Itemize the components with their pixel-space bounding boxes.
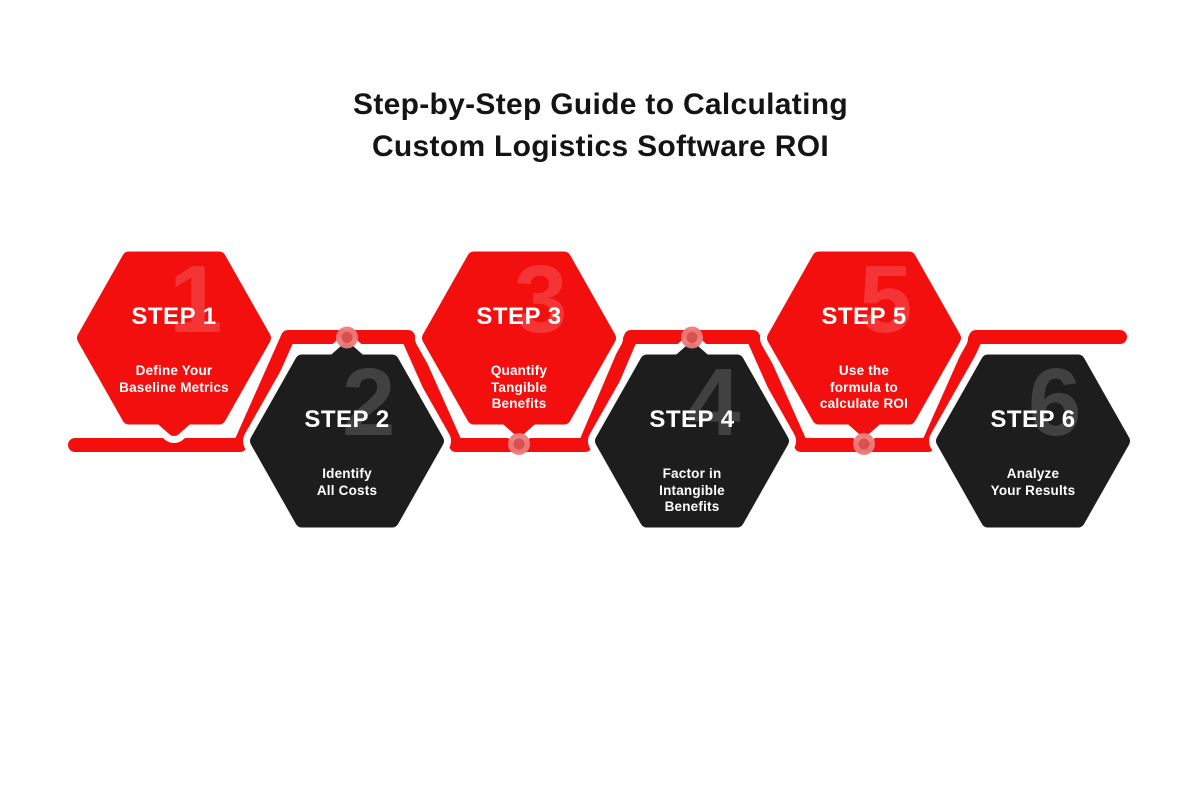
step-4-number-watermark: 4	[687, 349, 741, 456]
step-6-label: STEP 6	[990, 406, 1076, 433]
step-2-label: STEP 2	[304, 406, 390, 433]
step-5-number-watermark: 5	[859, 246, 913, 353]
hexagon-step-3	[415, 244, 623, 443]
connector-dot-step-4	[681, 326, 703, 349]
step-3-number-watermark: 3	[514, 246, 568, 353]
hexagon-step-6	[929, 347, 1137, 535]
infographic-title: Step-by-Step Guide to Calculating Custom…	[353, 88, 848, 163]
step-2-number-watermark: 2	[342, 349, 396, 456]
step-6-group: 6 STEP 6 Analyze Your Results	[936, 355, 1130, 528]
step-5-description: Use the formula to calculate ROI	[819, 363, 909, 411]
step-3-description: Quantify Tangible Benefits	[490, 363, 548, 411]
hexagon-step-2	[243, 336, 451, 535]
step-1-number-watermark: 1	[169, 246, 223, 353]
connector-dot-step-5	[853, 433, 875, 455]
connector-dot-step-3	[508, 433, 530, 455]
step-6-description: Analyze Your Results	[990, 466, 1076, 498]
hexagon-step-4	[588, 336, 796, 535]
connector-dot-step-2	[336, 326, 358, 349]
step-5-label: STEP 5	[821, 303, 907, 330]
step-3-label: STEP 3	[476, 303, 562, 330]
step-4-group: 4 STEP 4 Factor in Intangible Benefits	[595, 355, 789, 528]
step-2-group: 2 STEP 2 Identify All Costs	[250, 355, 444, 528]
hexagon-step-5	[760, 244, 968, 443]
step-1-group: 1 STEP 1 Define Your Baseline Metrics	[77, 252, 271, 425]
step-6-number-watermark: 6	[1028, 349, 1082, 456]
step-4-description: Factor in Intangible Benefits	[659, 466, 725, 514]
hexagon-step-1	[70, 244, 278, 443]
step-1-description: Define Your Baseline Metrics	[119, 363, 229, 395]
step-3-group: 3 STEP 3 Quantify Tangible Benefits	[422, 252, 616, 425]
step-4-label: STEP 4	[649, 406, 735, 433]
step-1-label: STEP 1	[131, 303, 217, 330]
step-5-group: 5 STEP 5 Use the formula to calculate RO…	[767, 252, 961, 425]
step-2-description: Identify All Costs	[316, 466, 378, 498]
